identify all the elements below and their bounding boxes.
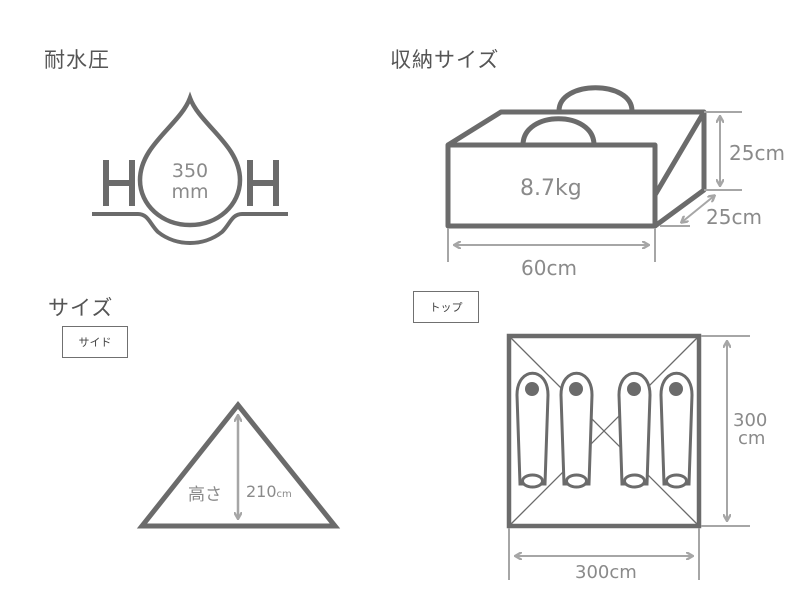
tent-side-triangle <box>136 400 341 529</box>
h-marker-right-icon <box>247 160 279 206</box>
sleeping-bags <box>515 371 694 489</box>
top-height-value: 300 <box>733 410 768 431</box>
sleeping-bag-icon <box>515 371 550 489</box>
side-height-label: 高さ <box>188 485 222 505</box>
storage-depth: 25cm <box>706 205 762 229</box>
storage-dimensions <box>447 111 742 262</box>
storage-width: 60cm <box>521 256 577 280</box>
water-drop-icon <box>92 91 288 246</box>
side-view-tag: サイド <box>62 326 128 358</box>
storage-size-heading: 収納サイズ <box>390 48 500 72</box>
water-pressure-unit: mm <box>171 181 209 203</box>
h-marker-left-icon <box>103 160 135 206</box>
top-view-tag: トップ <box>413 291 479 323</box>
sleeping-bag-icon <box>617 371 652 489</box>
side-height-number: 210 <box>246 482 277 501</box>
water-pressure-heading: 耐水圧 <box>44 48 110 72</box>
top-height-unit: cm <box>738 428 766 449</box>
top-width-value: 300cm <box>575 562 637 583</box>
tent-top-square <box>506 333 702 529</box>
size-heading: サイズ <box>48 296 114 320</box>
storage-weight: 8.7kg <box>520 176 582 201</box>
storage-bag-icon <box>445 85 707 229</box>
sleeping-bag-icon <box>559 371 594 489</box>
side-height-value: 210cm <box>246 482 292 501</box>
storage-height: 25cm <box>729 141 785 165</box>
sleeping-bag-icon <box>659 371 694 489</box>
side-height-unit: cm <box>276 489 292 500</box>
top-dimensions <box>508 335 750 580</box>
water-pressure-value: 350 <box>171 160 209 182</box>
